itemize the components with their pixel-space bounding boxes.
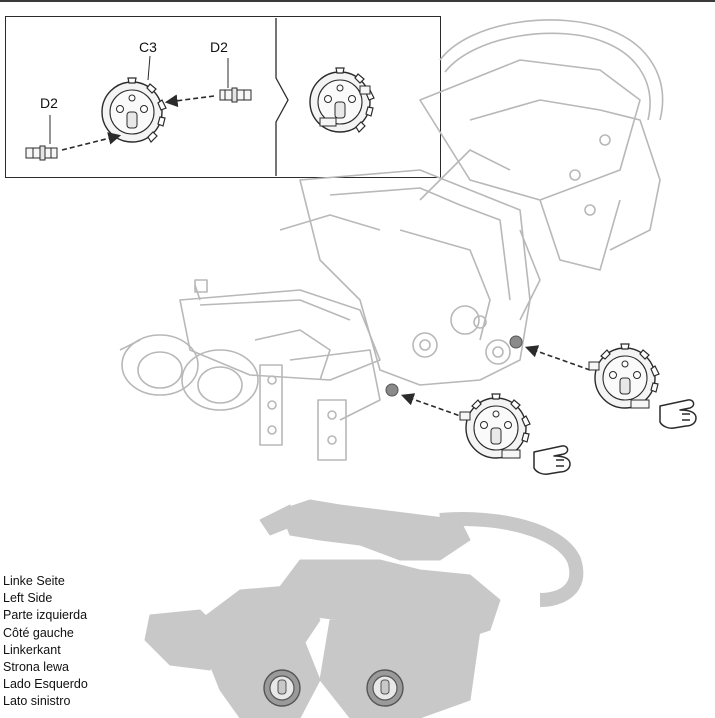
gear-icon <box>367 670 403 706</box>
side-label: Lado Esquerdo <box>3 676 88 693</box>
part-label-d2-left: D2 <box>40 96 58 110</box>
gear-icon <box>310 68 374 132</box>
mount-point-marker <box>386 384 398 396</box>
arrow-icon <box>168 96 214 102</box>
part-label-c3: C3 <box>139 40 157 54</box>
side-label-list: Linke Seite Left Side Parte izquierda Cô… <box>3 573 88 711</box>
gear-icon <box>102 78 166 142</box>
inset-divider <box>276 18 288 176</box>
side-label: Linke Seite <box>3 573 88 590</box>
arrow-icon <box>62 136 118 150</box>
arrow-icon <box>528 348 590 370</box>
gear-icon <box>264 670 300 706</box>
pointing-hand-icon <box>534 446 570 474</box>
arrow-icon <box>404 396 466 418</box>
left-side-silhouette <box>145 500 576 718</box>
gear-icon <box>460 394 530 458</box>
side-label: Côté gauche <box>3 625 88 642</box>
side-label: Left Side <box>3 590 88 607</box>
side-label: Parte izquierda <box>3 607 88 624</box>
side-label: Lato sinistro <box>3 693 88 710</box>
pointing-hand-icon <box>660 400 696 428</box>
axle-pin-icon <box>220 88 251 102</box>
axle-pin-icon <box>26 146 57 160</box>
part-label-d2-top: D2 <box>210 40 228 54</box>
side-label: Strona lewa <box>3 659 88 676</box>
side-label: Linkerkant <box>3 642 88 659</box>
gear-icon <box>589 344 659 408</box>
mount-point-marker <box>510 336 522 348</box>
